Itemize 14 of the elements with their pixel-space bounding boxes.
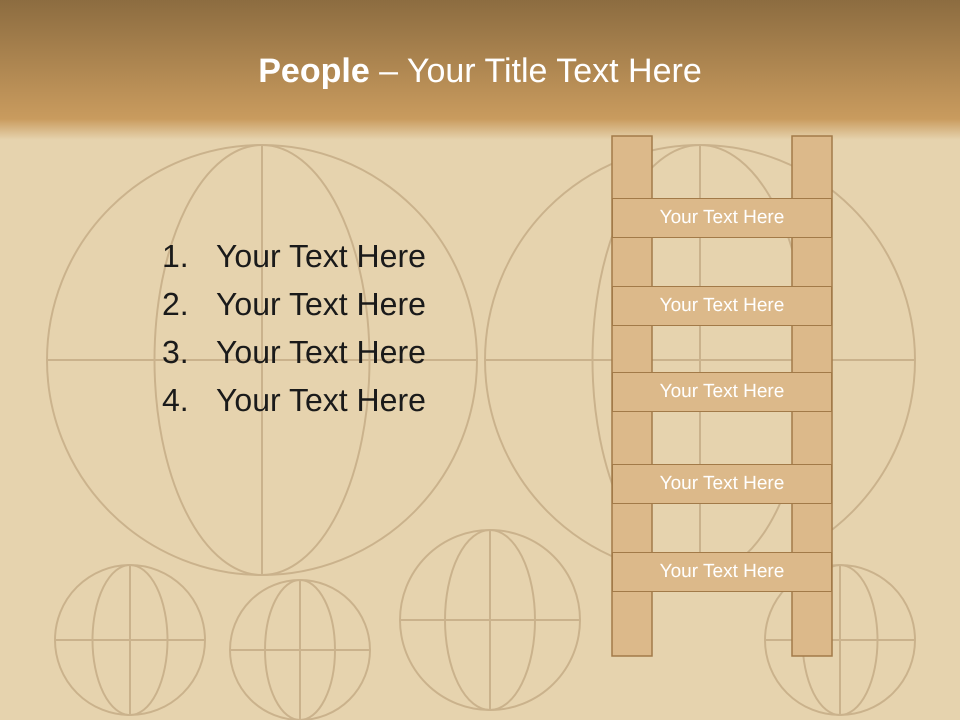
ladder-rung: Your Text Here bbox=[612, 286, 832, 326]
list-item-text: Your Text Here bbox=[216, 285, 426, 324]
ladder-rung: Your Text Here bbox=[612, 372, 832, 412]
list-number: 3. bbox=[162, 333, 189, 372]
list-number: 2. bbox=[162, 285, 189, 324]
list-item-text: Your Text Here bbox=[216, 333, 426, 372]
ladder-rung: Your Text Here bbox=[612, 198, 832, 238]
list-number: 4. bbox=[162, 381, 189, 420]
ladder-rung: Your Text Here bbox=[612, 464, 832, 504]
slide-title: People – Your Title Text Here bbox=[257, 52, 703, 91]
list-item-text: Your Text Here bbox=[216, 381, 426, 420]
list-item-text: Your Text Here bbox=[216, 237, 426, 276]
ladder-rung: Your Text Here bbox=[612, 552, 832, 592]
list-number: 1. bbox=[162, 237, 189, 276]
